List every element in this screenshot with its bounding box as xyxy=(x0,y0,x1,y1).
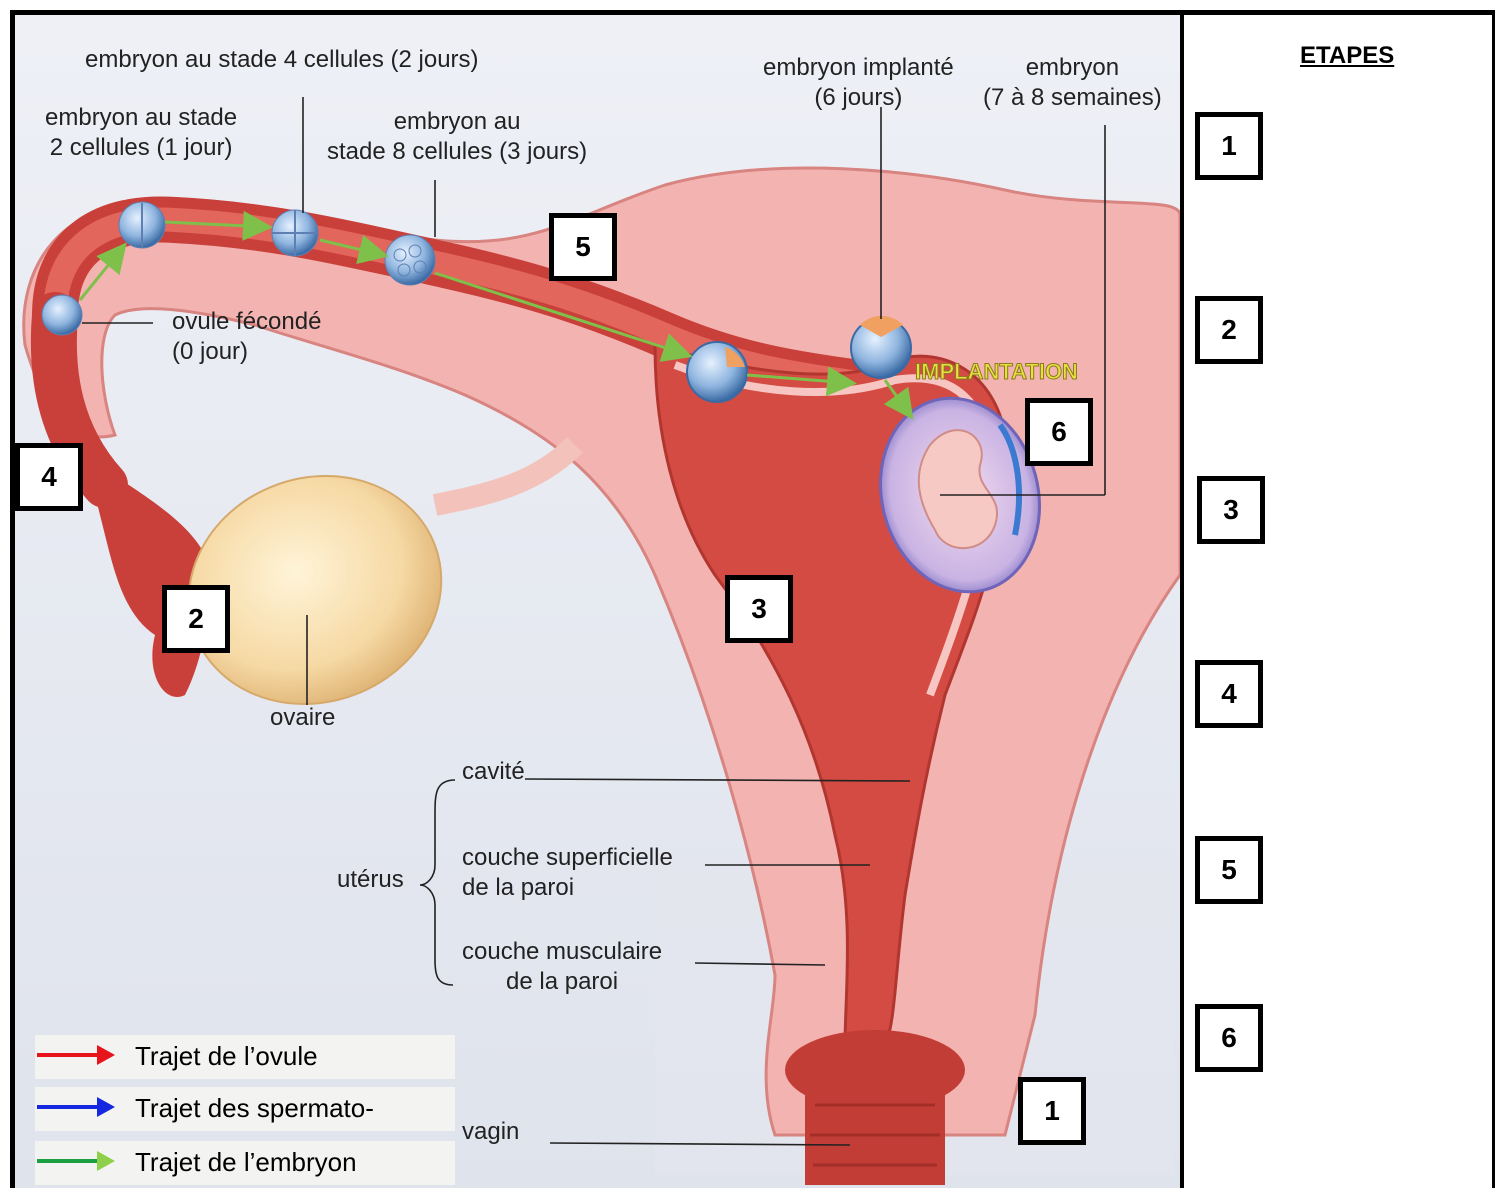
label-muscular-layer: couche musculaire de la paroi xyxy=(462,937,662,997)
diagram-box-1: 1 xyxy=(1018,1077,1086,1145)
label-uterus: utérus xyxy=(337,865,404,895)
etapes-title: ETAPES xyxy=(1300,42,1394,70)
diagram-box-3: 3 xyxy=(725,575,793,643)
label-implantation: IMPLANTATION xyxy=(915,357,1078,387)
label-implanted-embryo: embryon implanté (6 jours) xyxy=(763,53,954,113)
label-ovum-line2: (0 jour) xyxy=(172,337,321,367)
legend-label-sperm: Trajet des spermato- xyxy=(135,1093,374,1124)
legend-label-embryo: Trajet de l’embryon xyxy=(135,1147,357,1178)
label-embryo-line1: embryon xyxy=(983,53,1162,83)
diagram-box-5: 5 xyxy=(549,213,617,281)
label-vagina: vagin xyxy=(462,1117,519,1147)
etape-box-1: 1 xyxy=(1195,112,1263,180)
column-divider xyxy=(1180,10,1184,1188)
label-embryo-weeks: embryon (7 à 8 semaines) xyxy=(983,53,1162,113)
label-implanted-line2: (6 jours) xyxy=(763,83,954,113)
label-embryo-4-cells: embryon au stade 4 cellules (2 jours) xyxy=(85,45,479,75)
etape-box-4: 4 xyxy=(1195,660,1263,728)
fertilized-ovum xyxy=(42,295,82,335)
label-ovum-line1: ovule fécondé xyxy=(172,307,321,337)
label-embryo-line2: (7 à 8 semaines) xyxy=(983,83,1162,113)
etape-box-3: 3 xyxy=(1197,476,1265,544)
blastocyst xyxy=(687,342,747,402)
label-embryo-2-cells: embryon au stade 2 cellules (1 jour) xyxy=(45,103,237,163)
red-arrow-icon xyxy=(37,1043,117,1071)
label-muscular-line1: couche musculaire xyxy=(462,937,662,967)
label-ovary: ovaire xyxy=(270,703,335,733)
blue-arrow-icon xyxy=(37,1095,117,1123)
label-fertilized-ovum: ovule fécondé (0 jour) xyxy=(172,307,321,367)
diagram-box-2: 2 xyxy=(162,585,230,653)
legend-item-sperm: Trajet des spermato- xyxy=(35,1087,455,1131)
label-superficial-line2: de la paroi xyxy=(462,873,673,903)
label-cavity: cavité xyxy=(462,757,525,787)
legend-item-ovum: Trajet de l’ovule xyxy=(35,1035,455,1079)
legend-item-embryo: Trajet de l’embryon xyxy=(35,1141,455,1185)
embryo-8-cells xyxy=(385,235,435,285)
diagram-box-4: 4 xyxy=(15,443,83,511)
label-muscular-line2: de la paroi xyxy=(462,967,662,997)
green-arrow-icon xyxy=(37,1149,117,1177)
legend-label-ovum: Trajet de l’ovule xyxy=(135,1041,318,1072)
label-embryo-2-cells-line2: 2 cellules (1 jour) xyxy=(45,133,237,163)
label-embryo-8-cells-line1: embryon au xyxy=(327,107,587,137)
etape-box-2: 2 xyxy=(1195,296,1263,364)
label-embryo-2-cells-line1: embryon au stade xyxy=(45,103,237,133)
label-superficial-line1: couche superficielle xyxy=(462,843,673,873)
etape-box-6: 6 xyxy=(1195,1004,1263,1072)
label-embryo-8-cells: embryon au stade 8 cellules (3 jours) xyxy=(327,107,587,167)
label-embryo-8-cells-line2: stade 8 cellules (3 jours) xyxy=(327,137,587,167)
label-implanted-line1: embryon implanté xyxy=(763,53,954,83)
uterus-diagram: embryon au stade 4 cellules (2 jours) em… xyxy=(15,15,1180,1188)
diagram-box-6: 6 xyxy=(1025,398,1093,466)
label-superficial-layer: couche superficielle de la paroi xyxy=(462,843,673,903)
etape-box-5: 5 xyxy=(1195,836,1263,904)
